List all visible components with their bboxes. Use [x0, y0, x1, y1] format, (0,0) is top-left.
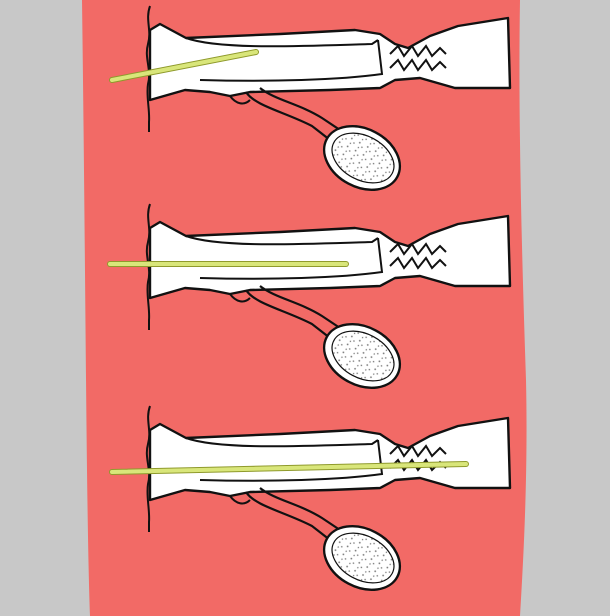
diagram-stage: [0, 0, 610, 616]
probe-insertion-diagram: [0, 0, 610, 616]
